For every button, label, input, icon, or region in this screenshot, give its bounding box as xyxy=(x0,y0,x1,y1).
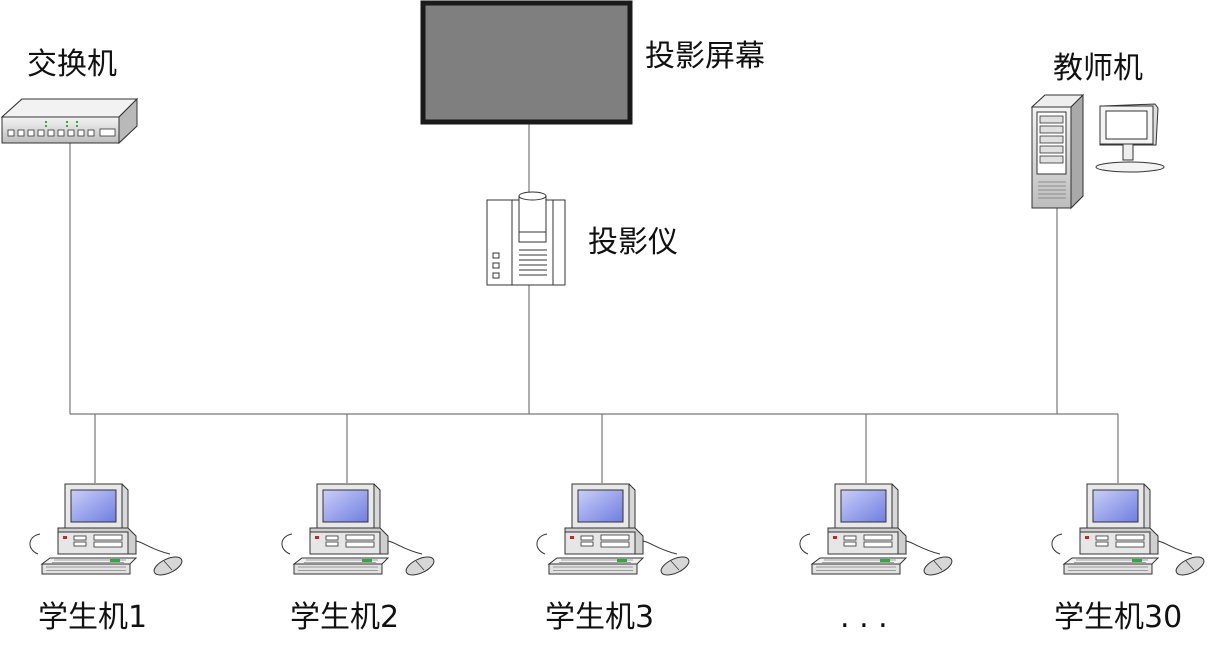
projection-screen-icon xyxy=(420,0,633,125)
ellipsis-label: . . . xyxy=(840,600,888,635)
desktop-computer-icon xyxy=(536,483,693,580)
student-computer-ellipsis: . . . xyxy=(799,483,956,635)
switch-label: 交换机 xyxy=(27,47,117,82)
network-cables xyxy=(69,122,1119,483)
desktop-computer-icon xyxy=(799,483,956,580)
student-computer-1: 学生机1 xyxy=(29,483,186,635)
student-label: 学生机3 xyxy=(545,600,654,635)
network-switch-icon xyxy=(0,97,139,145)
student-label: 学生机30 xyxy=(1054,600,1182,635)
student-computer-30: 学生机30 xyxy=(1051,483,1208,635)
desktop-computer-icon xyxy=(281,483,438,580)
student-computer-3: 学生机3 xyxy=(536,483,693,635)
student-label: 学生机2 xyxy=(290,600,399,635)
student-label: 学生机1 xyxy=(38,600,147,635)
projector-label: 投影仪 xyxy=(588,225,678,260)
desktop-computer-icon xyxy=(1051,483,1208,580)
projector-icon xyxy=(486,191,566,286)
desktop-computer-icon xyxy=(29,483,186,580)
teacher-label: 教师机 xyxy=(1053,51,1143,86)
tower-server-with-monitor-icon xyxy=(1030,93,1165,210)
student-computer-2: 学生机2 xyxy=(281,483,438,635)
screen-label: 投影屏幕 xyxy=(645,39,765,74)
